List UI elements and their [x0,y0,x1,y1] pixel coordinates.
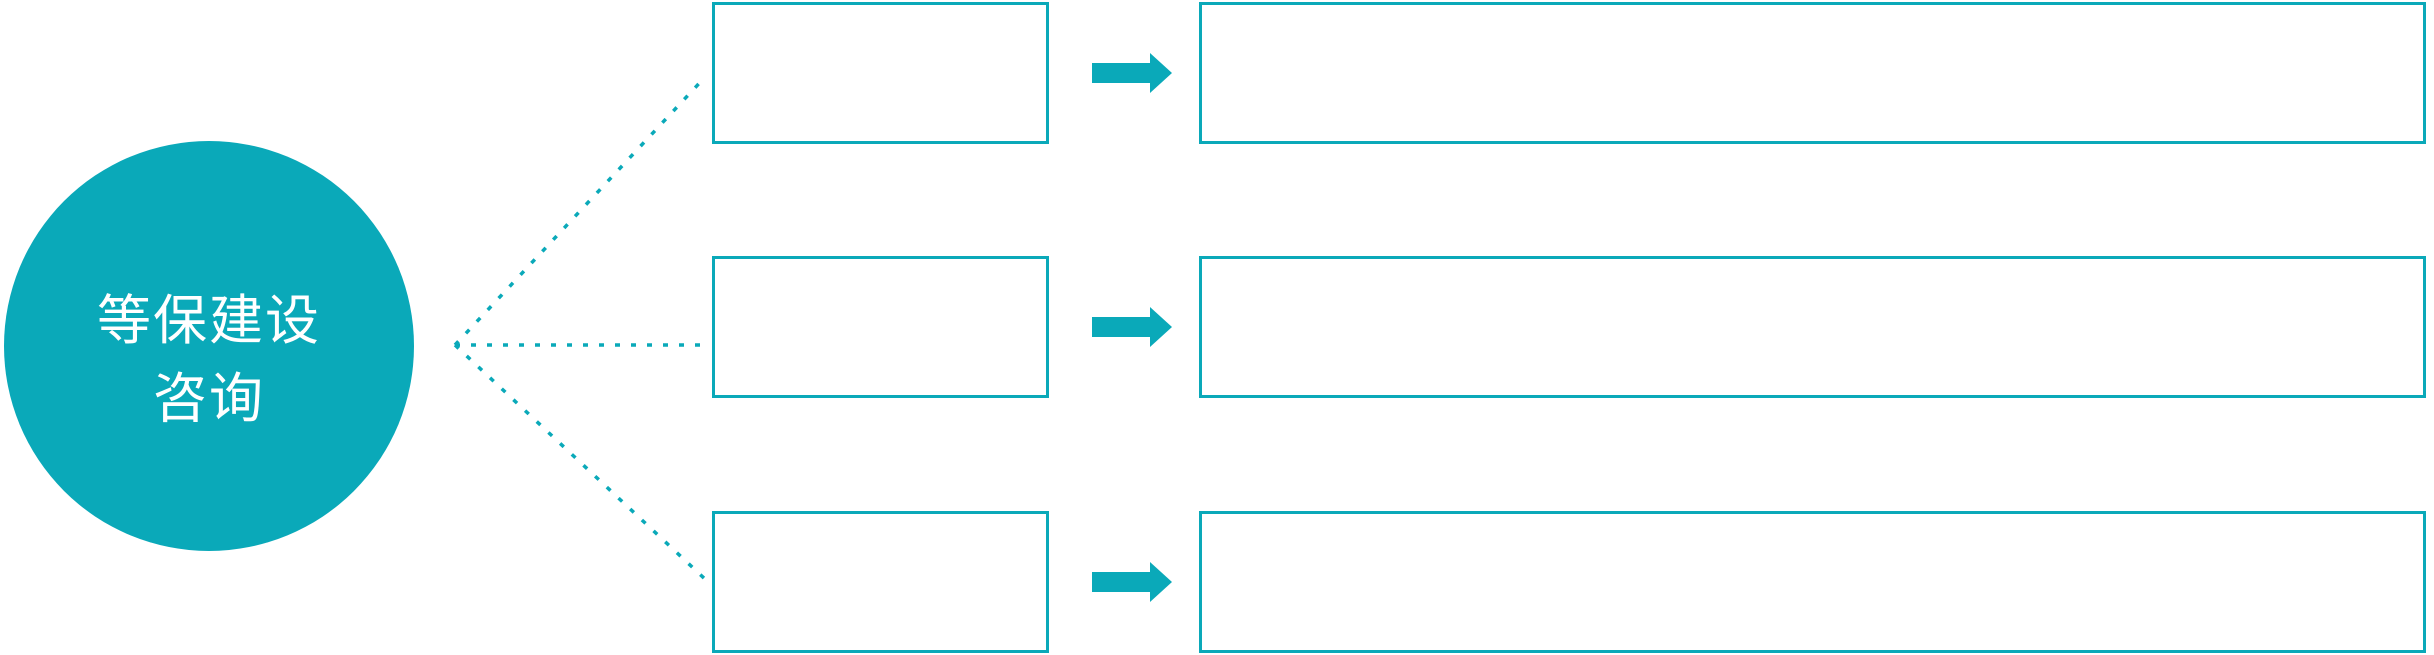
right-arrow-icon [1092,53,1172,93]
big-box-2 [1199,256,2426,398]
right-arrow-icon [1092,307,1172,347]
hub-label-line2: 咨询 [153,369,265,429]
hub-circle: 等保建设 咨询 [4,141,414,551]
right-arrow-icon [1092,562,1172,602]
big-box-3 [1199,511,2426,653]
flow-row-3 [0,511,2434,653]
small-box-2 [712,256,1049,398]
big-box-1 [1199,2,2426,144]
flow-row-1 [0,2,2434,144]
flow-row-2 [0,256,2434,398]
small-box-3 [712,511,1049,653]
small-box-1 [712,2,1049,144]
hub-label-line1: 等保建设 [97,290,321,351]
